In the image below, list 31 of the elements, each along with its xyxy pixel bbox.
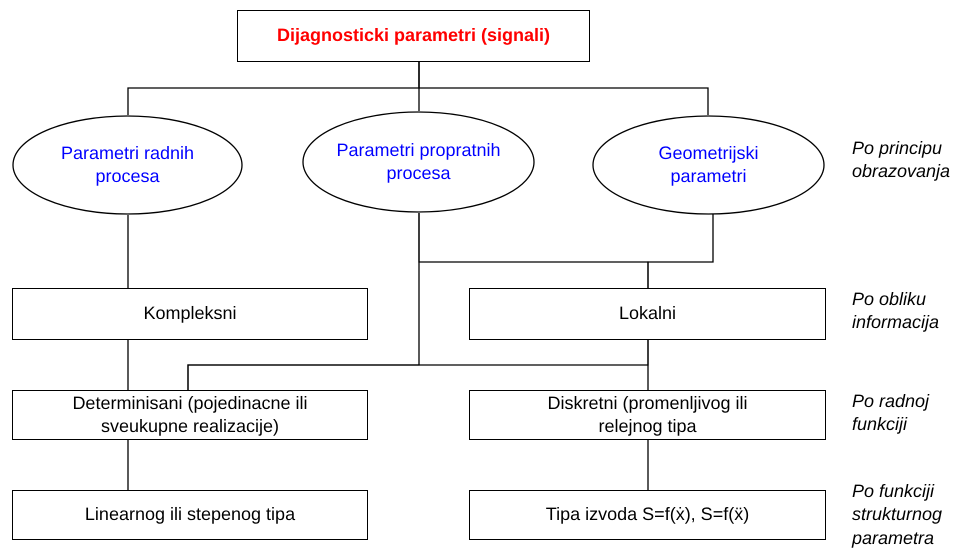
category-ellipse (592, 115, 825, 215)
node-text: Determinisani (pojedinacne ili sveukupne realizacije) (71, 392, 309, 438)
category-note: Po radnoj funkciji (852, 390, 930, 436)
node-text: Parametri radnih procesa (60, 142, 196, 188)
title-text: Dijagnosticki parametri (signali) (276, 24, 550, 48)
node-text: Geometrijski parametri (657, 142, 760, 188)
node-text: Linearnog ili stepenog tipa (84, 503, 296, 526)
connector-line (127, 340, 129, 390)
process-box (12, 490, 368, 540)
process-box (469, 490, 826, 540)
connector-line (127, 215, 129, 288)
process-box (469, 288, 826, 340)
process-box (469, 390, 826, 440)
connector-line (647, 214, 714, 288)
connector-line (418, 62, 709, 115)
title-box (237, 10, 590, 62)
category-note: Po funkciji strukturnog parametra (852, 480, 944, 548)
node-text: Tipa izvoda S=f(ẋ), S=f(ẍ) (546, 503, 750, 526)
connector-line (647, 340, 649, 390)
connector-line (127, 440, 129, 490)
connector-line (647, 440, 649, 490)
node-text: Parametri propratnih procesa (335, 138, 502, 185)
category-ellipse (302, 111, 535, 213)
node-text: Lokalni (618, 302, 676, 326)
category-note: Po principu obrazovanja (852, 137, 952, 184)
process-box (12, 288, 368, 340)
category-ellipse (12, 115, 243, 215)
category-note: Po obliku informacija (852, 288, 940, 334)
node-text: Kompleksni (143, 302, 237, 326)
node-text: Diskretni (promenljivog ili relejnog tipa (546, 392, 749, 438)
process-box (12, 390, 368, 440)
